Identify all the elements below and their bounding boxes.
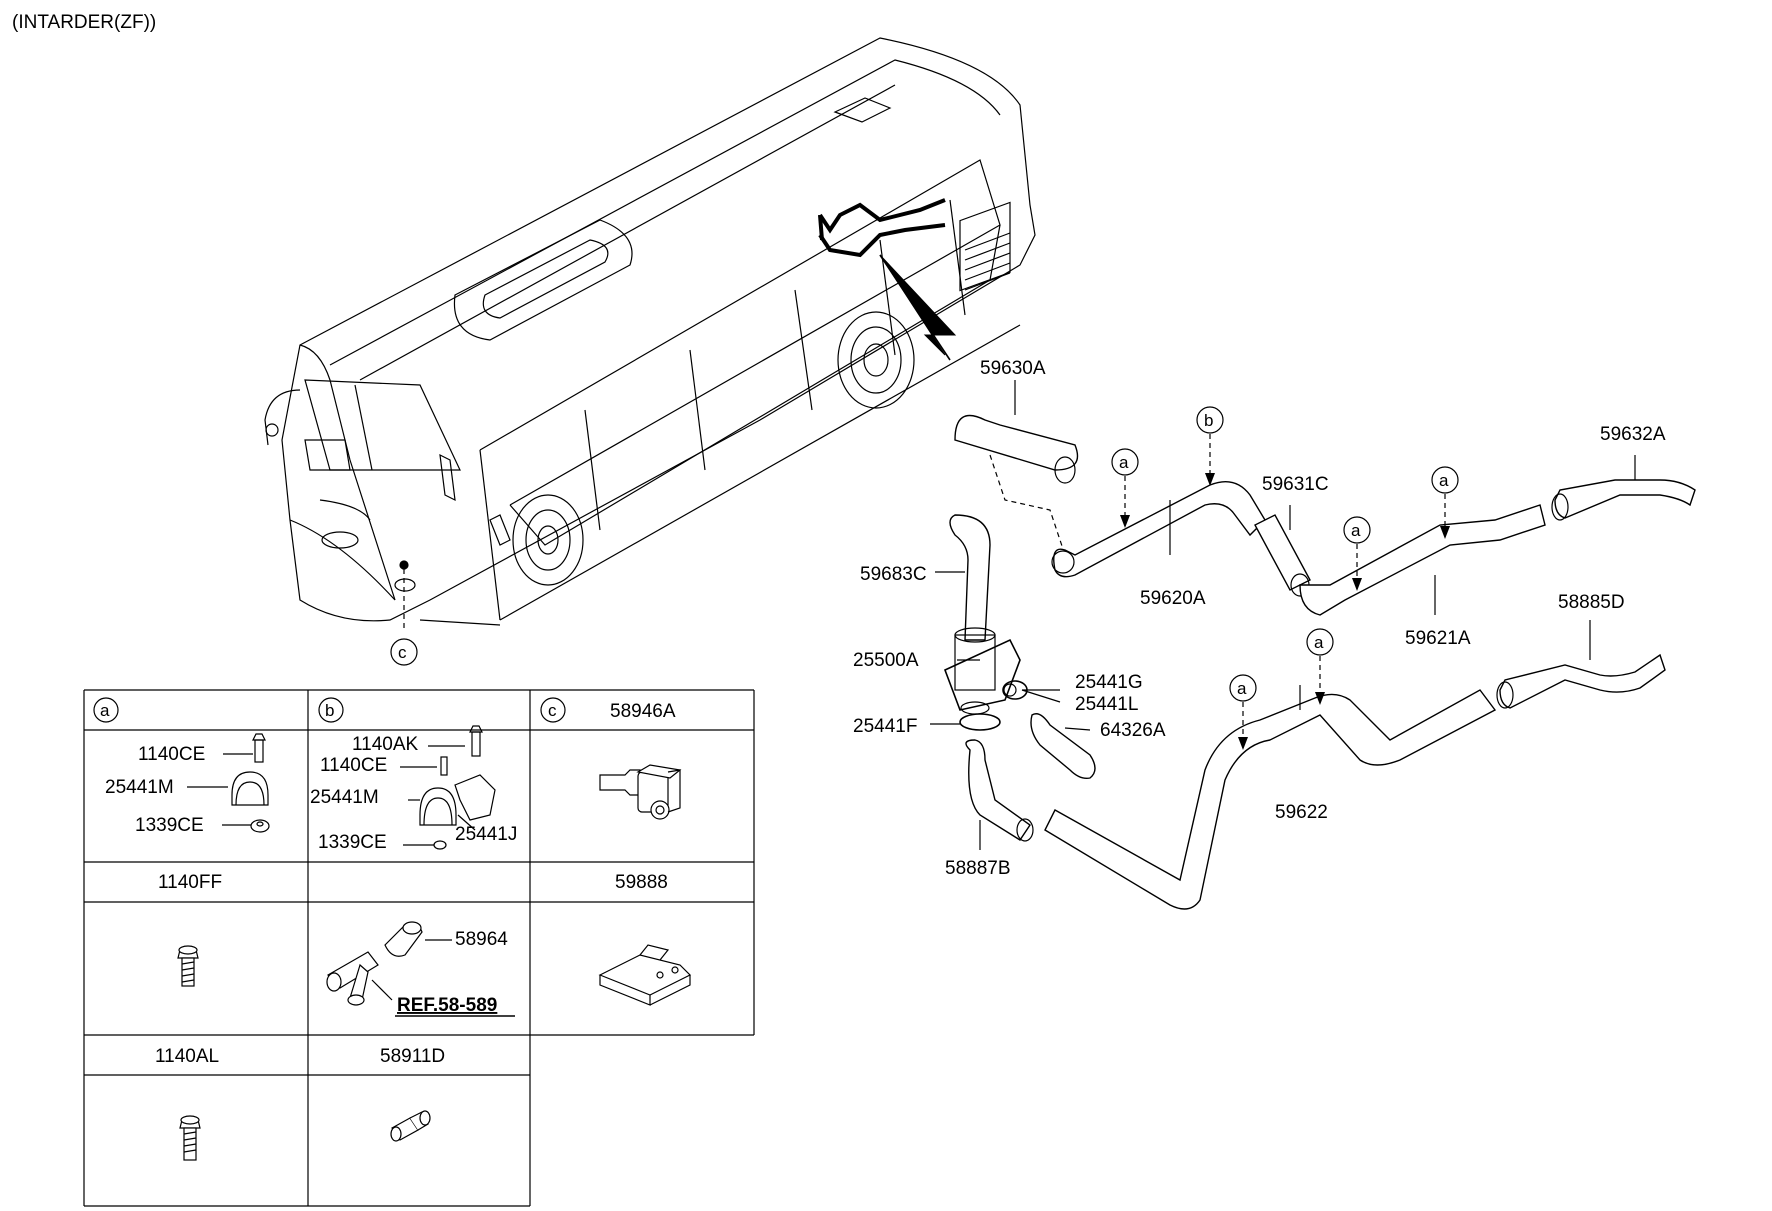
ref-a-5: a bbox=[1229, 674, 1257, 750]
table-header-1140FF: 1140FF bbox=[158, 872, 222, 893]
hose-64326A bbox=[1030, 713, 1096, 780]
callout-64326A: 64326A bbox=[1100, 720, 1166, 741]
hose-59621A bbox=[1299, 504, 1546, 616]
callout-25441F: 25441F bbox=[853, 716, 917, 737]
callout-25441G: 25441G bbox=[1075, 672, 1143, 693]
bus-piping-detail bbox=[818, 198, 946, 258]
detail-pointer-line bbox=[879, 254, 951, 361]
hose-59632A bbox=[1551, 479, 1696, 521]
leader-lines bbox=[930, 380, 1636, 850]
ref-b-1: b bbox=[1196, 406, 1224, 486]
callout-25500A: 25500A bbox=[853, 650, 919, 671]
callout-59622: 59622 bbox=[1275, 802, 1328, 823]
hose-59620A bbox=[1051, 481, 1266, 578]
hose-59630A bbox=[954, 414, 1079, 556]
cell-b2-ref: REF.58-589 bbox=[397, 995, 497, 1016]
callout-58887B: 58887B bbox=[945, 858, 1011, 879]
cell-a-1339CE: 1339CE bbox=[135, 815, 204, 836]
callout-25441L: 25441L bbox=[1075, 694, 1138, 715]
ref-a-3: a bbox=[1431, 466, 1459, 539]
bolt-1140FF-drawing bbox=[177, 945, 199, 987]
callout-59631C: 59631C bbox=[1262, 474, 1329, 495]
table-header-b: b bbox=[318, 697, 344, 723]
cell-c-valve-drawing bbox=[599, 764, 682, 820]
callout-59621A: 59621A bbox=[1405, 628, 1471, 649]
table-header-58911D: 58911D bbox=[380, 1046, 445, 1067]
ref-a-2: a bbox=[1343, 516, 1371, 591]
svg-text:a: a bbox=[1119, 453, 1129, 472]
nipple-58911D-drawing bbox=[390, 1110, 431, 1142]
cell-b2-58964: 58964 bbox=[455, 929, 508, 950]
svg-text:c: c bbox=[398, 643, 407, 662]
table-header-a: a bbox=[93, 697, 119, 723]
ref-circle-c-bus: c bbox=[390, 638, 418, 666]
clamp-25441F bbox=[959, 713, 1001, 731]
ref-a-1: a bbox=[1111, 448, 1139, 528]
cell-b-1140CE: 1140CE bbox=[320, 755, 387, 776]
bolt-1140AL-drawing bbox=[179, 1115, 201, 1161]
cell-b-25441M: 25441M bbox=[310, 787, 379, 808]
svg-text:c: c bbox=[548, 701, 557, 720]
valve-25500A bbox=[943, 627, 1021, 715]
callout-58885D: 58885D bbox=[1558, 592, 1625, 613]
detail-pointer-arrow bbox=[879, 254, 957, 356]
table-header-1140AL: 1140AL bbox=[155, 1046, 219, 1067]
table-header-c-part: 58946A bbox=[610, 701, 676, 722]
table-header-c: c bbox=[540, 697, 566, 723]
cell-b-1140AK: 1140AK bbox=[352, 734, 419, 755]
hose-58885D bbox=[1496, 653, 1666, 709]
svg-text:a: a bbox=[1314, 633, 1324, 652]
hose-59622 bbox=[1044, 689, 1497, 910]
ref-a-4: a bbox=[1306, 628, 1334, 705]
svg-text:a: a bbox=[1237, 679, 1247, 698]
hose-58887B bbox=[965, 739, 1034, 842]
svg-text:a: a bbox=[100, 701, 110, 720]
cell-b-1339CE: 1339CE bbox=[318, 832, 387, 853]
diagram-title: (INTARDER(ZF)) bbox=[12, 12, 156, 33]
hose-59631C bbox=[1254, 514, 1311, 597]
cell-b-25441J: 25441J bbox=[455, 824, 517, 845]
callout-59620A: 59620A bbox=[1140, 588, 1206, 609]
cell-b-bracket-drawing bbox=[400, 725, 496, 850]
svg-text:a: a bbox=[1351, 521, 1361, 540]
callout-59632A: 59632A bbox=[1600, 424, 1666, 445]
bracket-59888-drawing bbox=[598, 944, 692, 1006]
callout-59683C: 59683C bbox=[860, 564, 927, 585]
svg-text:b: b bbox=[325, 701, 334, 720]
cell-a-clamp-drawing bbox=[187, 733, 270, 833]
cell-a-25441M: 25441M bbox=[105, 777, 174, 798]
callout-59630A: 59630A bbox=[980, 358, 1046, 379]
table-header-59888: 59888 bbox=[615, 872, 668, 893]
cell-a-1140CE: 1140CE bbox=[138, 744, 205, 765]
bus-illustration bbox=[264, 37, 1036, 630]
cell-b2-fitting-drawing bbox=[326, 921, 452, 1006]
svg-text:b: b bbox=[1204, 411, 1213, 430]
svg-text:a: a bbox=[1439, 471, 1449, 490]
hose-59683C bbox=[949, 514, 991, 641]
parts-table: a b c 58946A 1140CE 25441M 1339CE 1140AK bbox=[83, 689, 755, 1207]
